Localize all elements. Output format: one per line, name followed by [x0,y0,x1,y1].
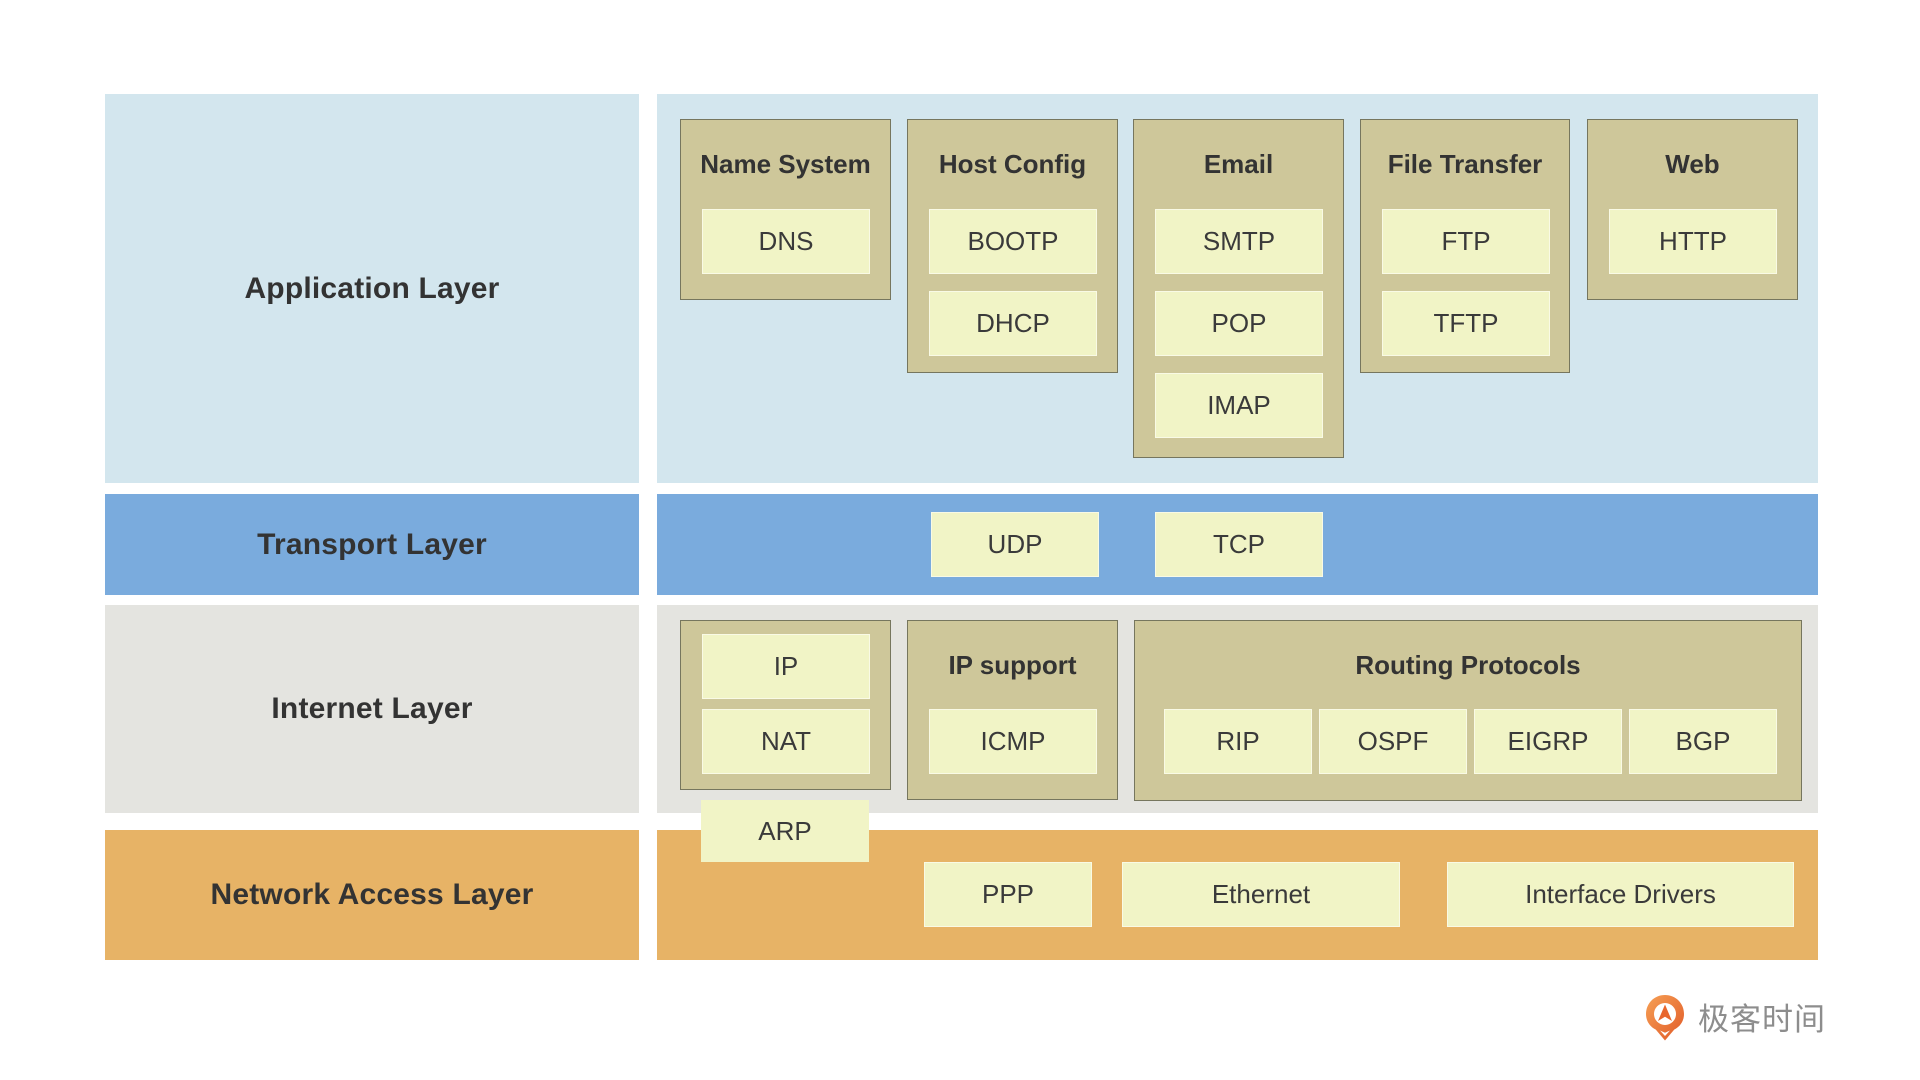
protocol-ip: IP [702,634,870,699]
protocol-tftp: TFTP [1382,291,1550,356]
group-host-config: Host Config BOOTP DHCP [907,119,1118,373]
group-host-config-title: Host Config [938,149,1087,179]
geektime-logo-text: 极客时间 [1698,1001,1826,1037]
group-ip-nat: IP NAT [680,620,891,790]
protocol-ppp: PPP [924,862,1092,927]
protocol-smtp: SMTP [1155,209,1323,274]
geektime-pin-icon [1646,995,1684,1041]
group-file-transfer-title: File Transfer [1387,149,1543,179]
protocol-arp: ARP [701,800,869,862]
group-web: Web HTTP [1587,119,1798,300]
group-file-transfer: File Transfer FTP TFTP [1360,119,1570,373]
protocol-eigrp: EIGRP [1474,709,1622,774]
protocol-bgp: BGP [1629,709,1777,774]
group-name-system-title: Name System [700,149,871,179]
group-routing-protocols: Routing Protocols RIP OSPF EIGRP BGP [1134,620,1802,801]
internet-layer-label: Internet Layer [105,605,639,813]
group-ip-support-title: IP support [948,649,1077,680]
group-email: Email SMTP POP IMAP [1133,119,1344,458]
group-web-title: Web [1665,149,1720,179]
group-ip-support: IP support ICMP [907,620,1118,800]
protocol-ospf: OSPF [1319,709,1467,774]
protocol-dns: DNS [702,209,870,274]
protocol-pop: POP [1155,291,1323,356]
group-email-title: Email [1203,149,1274,179]
group-routing-protocols-title: Routing Protocols [1355,649,1581,680]
protocol-ftp: FTP [1382,209,1550,274]
protocol-nat: NAT [702,709,870,774]
protocol-ethernet: Ethernet [1122,862,1400,927]
protocol-http: HTTP [1609,209,1777,274]
application-layer-label: Application Layer [105,94,639,483]
protocol-imap: IMAP [1155,373,1323,438]
group-name-system: Name System DNS [680,119,891,300]
protocol-interface-drivers: Interface Drivers [1447,862,1794,927]
protocol-tcp: TCP [1155,512,1323,577]
protocol-bootp: BOOTP [929,209,1097,274]
network-access-layer-label: Network Access Layer [105,830,639,960]
protocol-dhcp: DHCP [929,291,1097,356]
protocol-udp: UDP [931,512,1099,577]
transport-layer-label: Transport Layer [105,494,639,595]
protocol-icmp: ICMP [929,709,1097,774]
geektime-logo: 极客时间 [1645,994,1826,1042]
protocol-rip: RIP [1164,709,1312,774]
